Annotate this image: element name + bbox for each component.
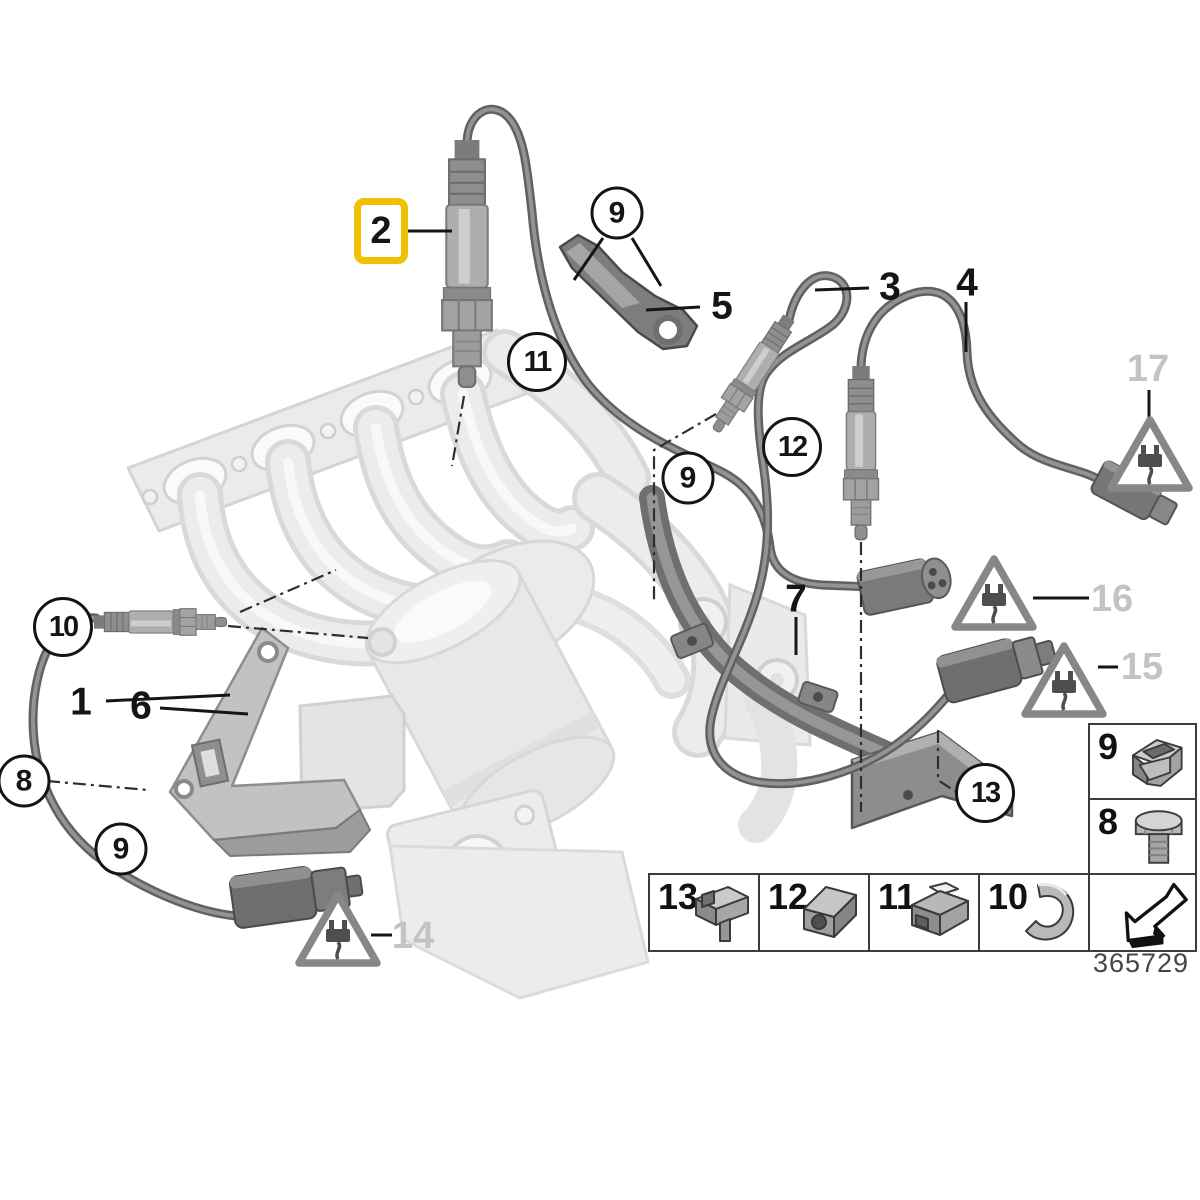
diagram-part-number: 365729 bbox=[1092, 948, 1190, 978]
ghost-rear-flange bbox=[572, 472, 812, 843]
oxygen-sensor-cables bbox=[28, 104, 1106, 921]
callout-13: 13 bbox=[955, 763, 1015, 823]
legend-cell-8: 8 bbox=[1088, 798, 1197, 877]
electrical-plug-warning-triangle-icon bbox=[1111, 420, 1189, 488]
legend-cell-arrow bbox=[1088, 873, 1197, 952]
leader-lines bbox=[105, 229, 1151, 937]
legend-cell-9: 9 bbox=[1088, 723, 1197, 802]
callout-12: 12 bbox=[762, 417, 822, 477]
callout-6: 6 bbox=[130, 684, 152, 728]
legend-label-8: 8 bbox=[1098, 801, 1119, 842]
callout-10: 10 bbox=[33, 597, 93, 657]
bracket-5 bbox=[558, 233, 699, 351]
callout-14-muted: 14 bbox=[391, 915, 435, 957]
callout-1: 1 bbox=[70, 680, 92, 724]
reference-lines bbox=[46, 395, 957, 812]
connector-plug-a bbox=[856, 557, 952, 616]
legend-label-9: 9 bbox=[1098, 726, 1119, 767]
legend-label-13: 13 bbox=[658, 876, 699, 917]
ghost-exhaust-manifold bbox=[126, 328, 812, 1000]
legend-cell-11: 11 bbox=[868, 873, 982, 952]
legend-label-11: 11 bbox=[878, 876, 917, 917]
callout-11: 11 bbox=[507, 332, 567, 392]
legend-cell-12: 12 bbox=[758, 873, 872, 952]
clip-nut-icon bbox=[1132, 739, 1183, 787]
callout-3: 3 bbox=[879, 265, 901, 309]
callout-8: 8 bbox=[0, 754, 51, 808]
legend-cell-10: 10 bbox=[978, 873, 1092, 952]
callout-9-cable: 9 bbox=[94, 822, 148, 876]
oxygen-sensor-4 bbox=[842, 365, 880, 541]
callout-2-highlighted[interactable]: 2 bbox=[354, 198, 408, 264]
electrical-plug-warning-triangle-icon bbox=[955, 559, 1033, 627]
hex-bolt-icon bbox=[1134, 810, 1183, 864]
callout-5: 5 bbox=[711, 284, 733, 328]
callout-9-bracket5: 9 bbox=[590, 186, 644, 240]
callout-9-bracket7: 9 bbox=[661, 451, 715, 505]
callout-7: 7 bbox=[785, 577, 807, 621]
callout-15-muted: 15 bbox=[1120, 646, 1164, 688]
catalytic-converter bbox=[364, 539, 616, 947]
callout-16-muted: 16 bbox=[1090, 578, 1134, 620]
fold-clip-icon bbox=[911, 882, 969, 936]
push-clip-icon bbox=[695, 886, 749, 942]
legend-cell-13: 13 bbox=[648, 873, 762, 952]
ghost-heat-shield bbox=[388, 844, 650, 1000]
connector-plug-c bbox=[936, 636, 1057, 704]
legend-label-12: 12 bbox=[768, 876, 809, 917]
callout-4: 4 bbox=[956, 261, 978, 305]
callout-17-muted: 17 bbox=[1126, 348, 1170, 390]
box-clip-icon bbox=[803, 886, 857, 938]
oxygen-sensor-10 bbox=[93, 608, 228, 636]
hook-clip-icon bbox=[1025, 883, 1075, 941]
bracket-6 bbox=[168, 626, 372, 858]
removal-direction-arrow-icon bbox=[1124, 882, 1188, 949]
legend-label-10: 10 bbox=[988, 876, 1029, 917]
